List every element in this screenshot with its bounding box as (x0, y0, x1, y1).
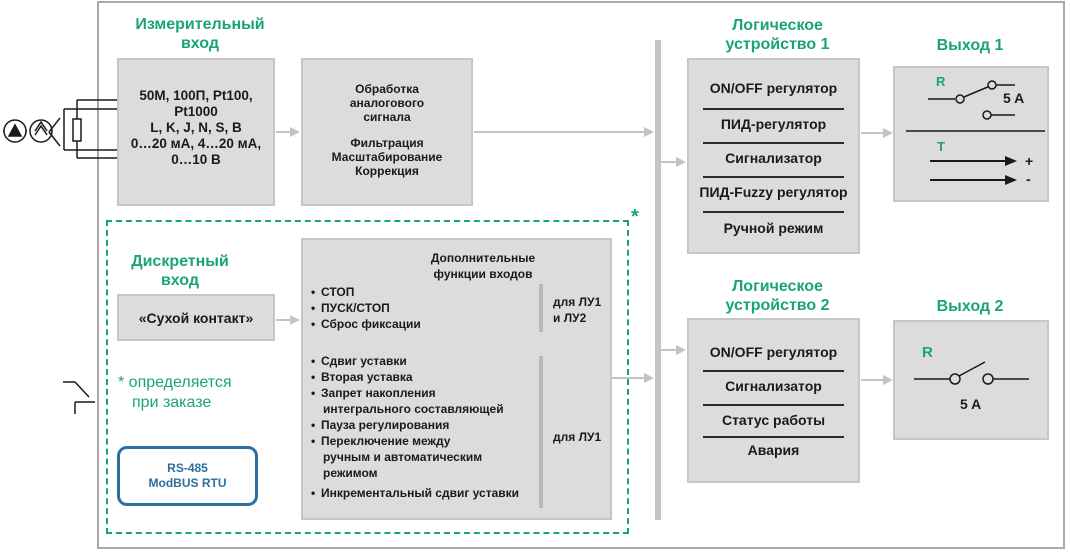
optional-block-frame (106, 220, 629, 534)
output1-title: Выход 1 (936, 37, 1004, 54)
logic2-item: ON/OFF регулятор (709, 344, 838, 360)
output1-transistor-letter: T (937, 139, 945, 154)
output1-transistor-icon (930, 156, 1017, 185)
plus-sign: + (1025, 153, 1034, 169)
logic2-item: Авария (747, 442, 800, 458)
rs485-box: RS-485 ModBUS RTU (117, 446, 258, 506)
optional-star: * (631, 206, 639, 228)
minus-sign: - (1026, 171, 1031, 187)
discrete-contact-icon (63, 381, 95, 414)
measuring-input-title: Измерительный вход (135, 16, 265, 52)
input-functions-box: Дополнительные функции входов СТОП ПУСК/… (301, 238, 612, 520)
logic1-item: ПИД-регулятор (720, 116, 827, 132)
output1-relay-letter: R (936, 74, 946, 89)
output2-title: Выход 2 (936, 298, 1004, 315)
output2-relay-letter: R (922, 344, 933, 361)
group2-scope: для ЛУ1 (553, 430, 602, 444)
logic1-item: ON/OFF регулятор (709, 80, 838, 96)
logic2-item: Сигнализатор (725, 378, 822, 394)
output1-current: 5 A (1003, 90, 1025, 106)
logic1-item: Сигнализатор (725, 150, 822, 166)
functions-group1: СТОП ПУСК/СТОП Сброс фиксации (311, 284, 541, 332)
diagram-frame (97, 1, 1065, 549)
measuring-input-box: 50М, 100П, Pt100, Pt1000 L, K, J, N, S, … (117, 58, 275, 206)
functions-group2: Сдвиг уставки Вторая уставка Запрет нако… (311, 353, 551, 501)
logic1-box: ON/OFF регулятор ПИД-регулятор Сигнализа… (687, 58, 860, 254)
logic2-item: Статус работы (721, 412, 826, 428)
output2-relay-icon (914, 361, 1029, 385)
logic1-item: ПИД-Fuzzy регулятор (699, 184, 848, 200)
sensor-icons (3, 99, 118, 159)
logic1-title: Логическое устройство 1 (725, 17, 830, 53)
group1-scope: для ЛУ1 и ЛУ2 (553, 295, 602, 325)
dry-contact-box: «Сухой контакт» (117, 294, 275, 341)
output2-current: 5 A (960, 396, 982, 412)
signal-bus (655, 40, 661, 520)
measuring-input-types: 50М, 100П, Pt100, Pt1000 L, K, J, N, S, … (130, 88, 262, 167)
output1-box (893, 66, 1049, 202)
logic2-title: Логическое устройство 2 (725, 278, 830, 314)
logic2-box: ON/OFF регулятор Сигнализатор Статус раб… (687, 318, 860, 483)
logic1-item: Ручной режим (723, 220, 824, 236)
processing-box: Обработка аналогового сигнала Фильтрация… (301, 58, 473, 206)
output1-relay-icon (928, 80, 1015, 120)
order-note: * определяется при заказе (118, 374, 232, 411)
functions-title: Дополнительные функции входов (430, 251, 536, 281)
discrete-input-title: Дискретный вход (131, 253, 229, 289)
